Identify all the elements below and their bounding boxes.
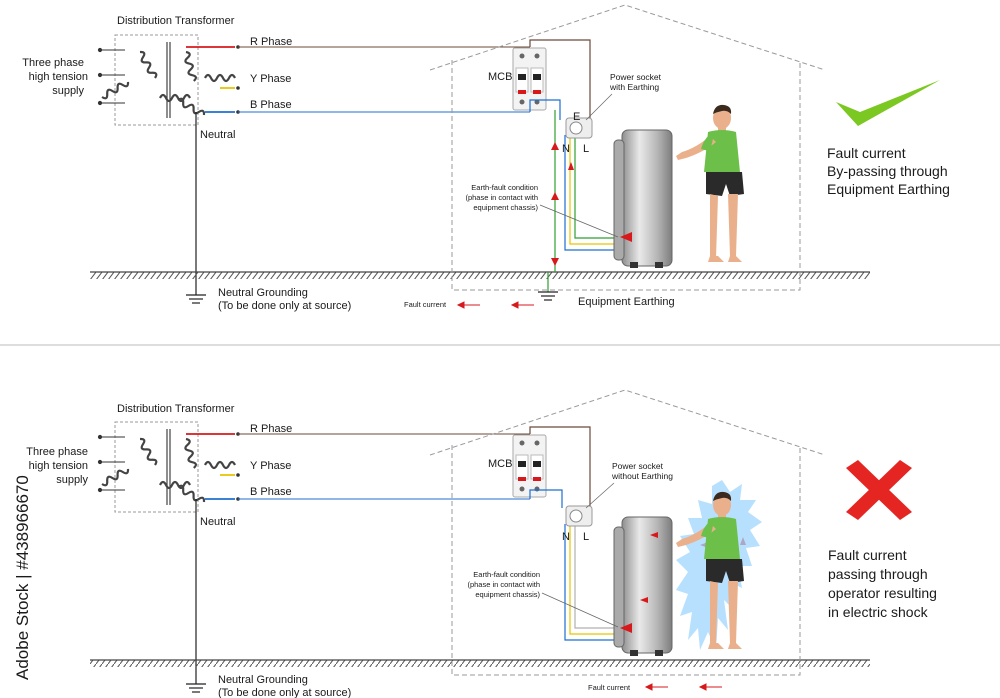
top-equipment-earth-symbol <box>538 291 558 301</box>
bottom-supply-label: Three phase high tension supply <box>26 446 88 486</box>
bottom-mcb-label: MCB <box>488 458 512 470</box>
bottom-y-phase-label: Y Phase <box>250 460 291 472</box>
top-house-outline <box>429 4 826 291</box>
top-supply-line1: Three phase <box>22 57 84 69</box>
bottom-secondary-winding <box>175 437 237 506</box>
top-primary-winding <box>99 49 192 103</box>
top-input-lines <box>97 47 125 106</box>
cross-mark-icon <box>846 460 912 520</box>
top-phase-lines <box>186 45 530 114</box>
top-y-phase-label: Y Phase <box>250 73 291 85</box>
top-ground-symbol <box>186 294 206 304</box>
bottom-ground-symbol <box>186 683 206 693</box>
top-house-wiring <box>529 39 625 292</box>
bottom-panel: Distribution Transformer Three phase hig… <box>26 389 937 698</box>
bottom-house-outline <box>429 389 826 676</box>
top-operator <box>676 104 744 262</box>
top-supply-line2: high tension <box>29 71 88 83</box>
bottom-neutral-grounding-2: (To be done only at source) <box>218 687 351 698</box>
bottom-result-text: Fault current passing through operator r… <box>828 547 937 620</box>
bottom-r-phase-label: R Phase <box>250 423 292 435</box>
top-secondary-winding <box>175 50 237 119</box>
bottom-b-phase-label: B Phase <box>250 486 292 498</box>
top-socket-n: N <box>562 143 570 155</box>
top-socket-e: E <box>573 111 580 123</box>
bottom-result-line3: operator resulting <box>828 585 937 601</box>
bottom-power-socket <box>565 505 593 527</box>
bottom-fault-current-label: Fault current <box>588 683 631 692</box>
top-fault-current-arrows <box>456 301 534 309</box>
top-socket-label-1: Power socket <box>610 72 662 82</box>
top-panel: Distribution Transformer Three phase hig… <box>22 4 950 312</box>
top-fault-condition-1: Earth-fault condition <box>471 183 538 192</box>
top-ground-hatch <box>90 272 870 279</box>
watermark-text: Adobe Stock | #438966670 <box>13 475 32 680</box>
top-mcb-label: MCB <box>488 71 512 83</box>
bottom-supply-line1: Three phase <box>26 446 88 458</box>
top-washing-machine <box>613 129 673 268</box>
top-equipment-earthing-label: Equipment Earthing <box>578 296 675 308</box>
bottom-primary-winding <box>99 436 192 490</box>
top-r-phase-label: R Phase <box>250 36 292 48</box>
bottom-neutral-label: Neutral <box>200 516 235 528</box>
check-mark-icon <box>836 80 940 126</box>
top-fault-arrows <box>551 142 632 266</box>
top-result-text: Fault current By-passing through Equipme… <box>827 145 950 197</box>
top-socket-label-2: with Earthing <box>609 82 659 92</box>
top-neutral-label: Neutral <box>200 129 235 141</box>
top-neutral-grounding-2: (To be done only at source) <box>218 300 351 312</box>
bottom-fault-condition-2: (phase in contact with <box>467 580 540 589</box>
bottom-socket-label-1: Power socket <box>612 461 664 471</box>
bottom-neutral-grounding-1: Neutral Grounding <box>218 674 308 686</box>
top-result-line3: Equipment Earthing <box>827 181 950 197</box>
bottom-phase-lines <box>186 432 530 501</box>
bottom-transformer-title: Distribution Transformer <box>117 403 235 415</box>
bottom-house-wiring <box>529 426 625 641</box>
bottom-mcb <box>512 434 547 498</box>
bottom-fault-condition-1: Earth-fault condition <box>473 570 540 579</box>
bottom-result-line2: passing through <box>828 566 928 582</box>
top-fault-condition-2: (phase in contact with <box>465 193 538 202</box>
bottom-supply-line2: high tension <box>29 460 88 472</box>
top-fault-condition-3: equipment chassis) <box>473 203 538 212</box>
bottom-fault-condition-3: equipment chassis) <box>475 590 540 599</box>
bottom-washing-machine <box>613 516 673 656</box>
top-socket-l: L <box>583 143 589 155</box>
bottom-transformer-box <box>114 421 199 513</box>
top-result-line1: Fault current <box>827 145 906 161</box>
bottom-result-line4: in electric shock <box>828 604 929 620</box>
bottom-supply-line3: supply <box>56 474 88 486</box>
top-transformer-title: Distribution Transformer <box>117 15 235 27</box>
bottom-socket-n: N <box>562 531 570 543</box>
bottom-socket-label-2: without Earthing <box>611 471 673 481</box>
top-transformer-box <box>114 34 199 126</box>
top-fault-current-label: Fault current <box>404 300 447 309</box>
bottom-socket-l: L <box>583 531 589 543</box>
top-supply-line3: supply <box>52 85 84 97</box>
bottom-result-line1: Fault current <box>828 547 907 563</box>
bottom-ground-hatch <box>90 660 870 667</box>
top-supply-label: Three phase high tension supply <box>22 57 88 97</box>
top-neutral-grounding-1: Neutral Grounding <box>218 287 308 299</box>
top-b-phase-label: B Phase <box>250 99 292 111</box>
top-result-line2: By-passing through <box>827 163 948 179</box>
bottom-input-lines <box>97 434 125 493</box>
top-power-socket <box>565 117 593 139</box>
bottom-fault-current-arrows <box>644 683 722 691</box>
